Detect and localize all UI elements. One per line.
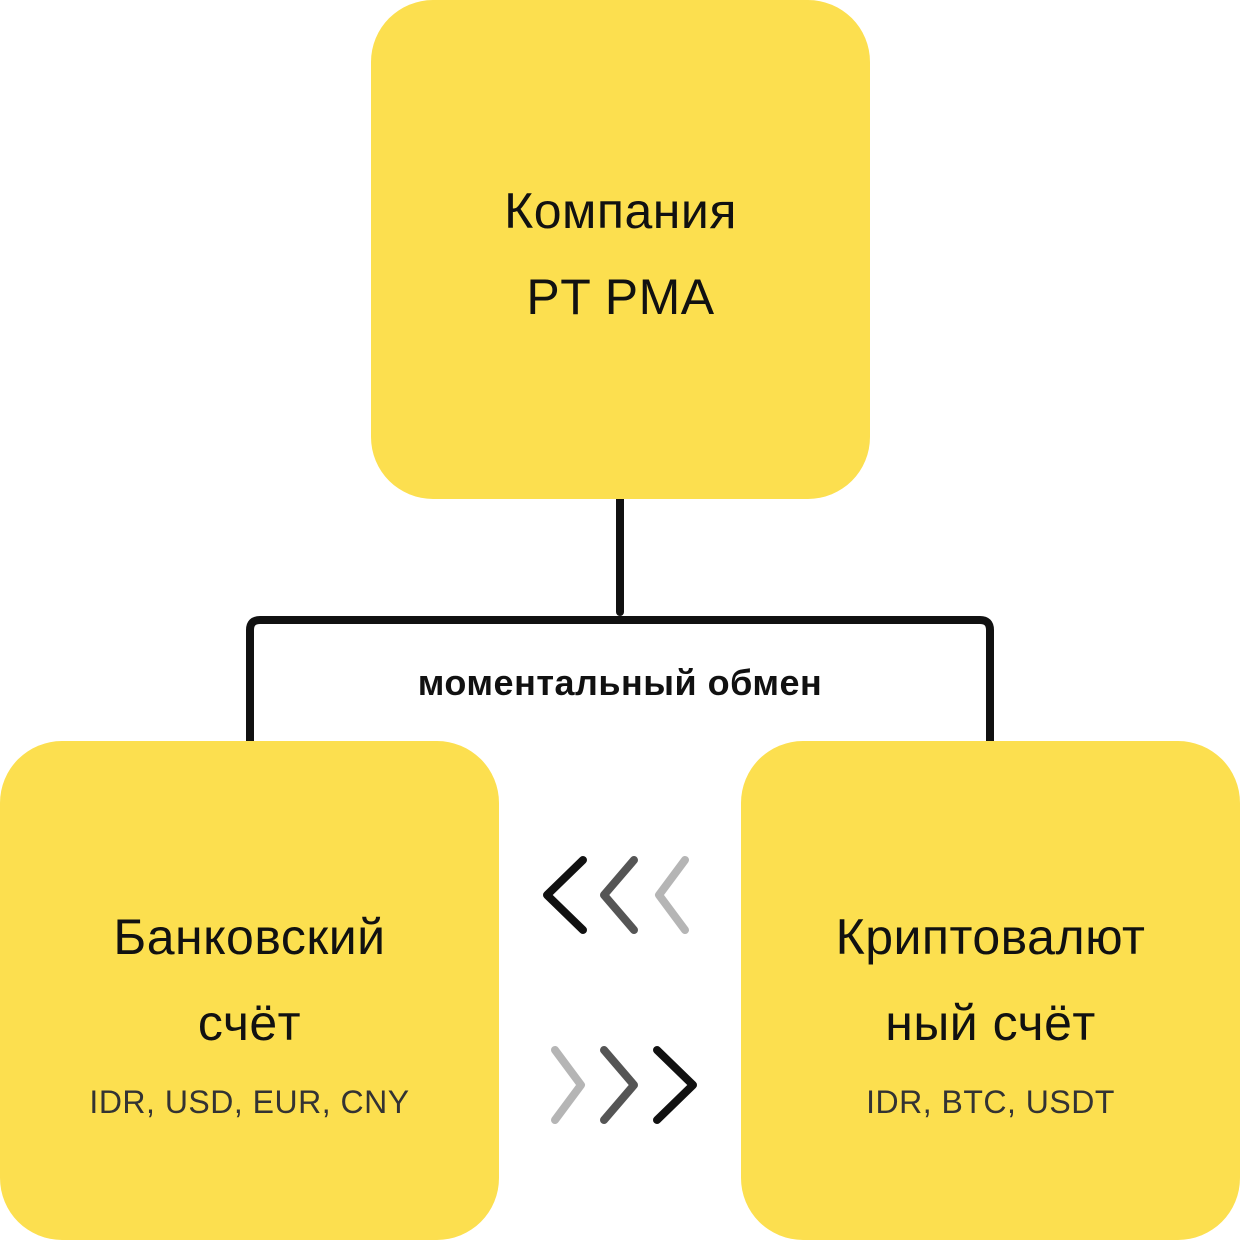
bank-account-title: Банковский счёт bbox=[113, 909, 386, 1051]
bank-account-box: Банковский счёт IDR, USD, EUR, CNY bbox=[0, 741, 499, 1240]
crypto-account-title: Криптовалют ный счёт bbox=[835, 909, 1146, 1051]
company-box: Компания PT PMA bbox=[371, 0, 870, 499]
chevrons-left-icon bbox=[543, 856, 689, 934]
crypto-account-box: Криптовалют ный счёт IDR, BTC, USDT bbox=[741, 741, 1240, 1240]
exchange-label: моментальный обмен bbox=[417, 662, 823, 703]
crypto-account-currencies: IDR, BTC, USDT bbox=[866, 1084, 1115, 1120]
chevrons-right-icon bbox=[551, 1046, 697, 1124]
bank-account-currencies: IDR, USD, EUR, CNY bbox=[89, 1084, 410, 1120]
company-title: Компания PT PMA bbox=[504, 182, 737, 325]
